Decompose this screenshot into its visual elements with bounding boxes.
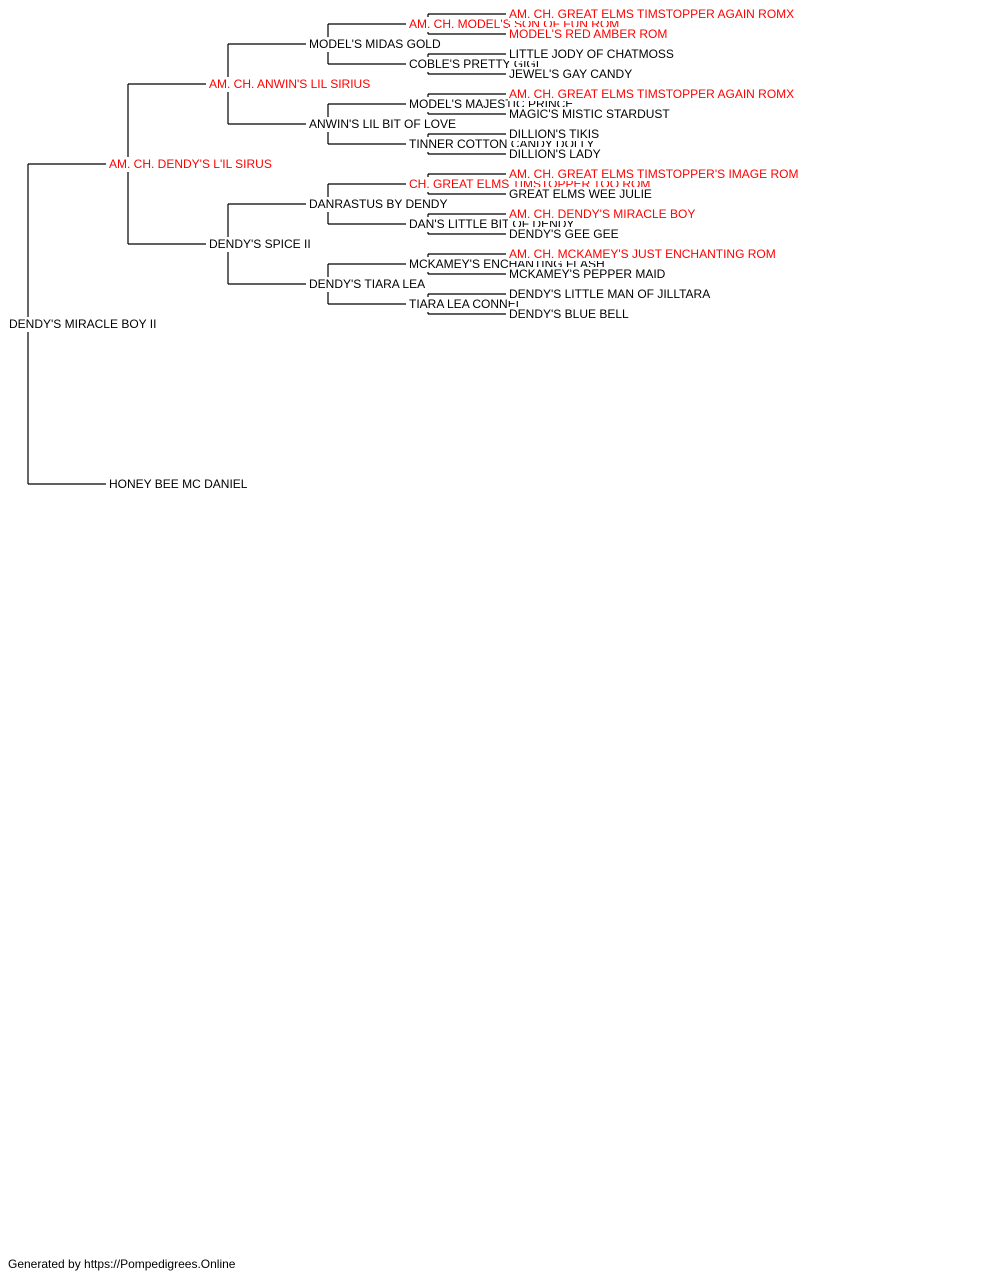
dam-name: ANWIN'S LIL BIT OF LOVE xyxy=(308,117,457,131)
dam-name: MCKAMEY'S PEPPER MAID xyxy=(508,267,667,281)
dam-name: JEWEL'S GAY CANDY xyxy=(508,67,634,81)
dam-name: COBLE'S PRETTY GIGI xyxy=(408,57,541,71)
dam-name: DENDY'S TIARA LEA xyxy=(308,277,427,291)
sire-name: AM. CH. GREAT ELMS TIMSTOPPER AGAIN ROMX xyxy=(508,7,796,21)
dam-name: TIARA LEA CONNEL xyxy=(408,297,524,311)
dam-name: MAGIC'S MISTIC STARDUST xyxy=(508,107,671,121)
sire-name: AM. CH. DENDY'S L'IL SIRUS xyxy=(108,157,273,171)
sire-name: DILLION'S TIKIS xyxy=(508,127,601,141)
sire-name: AM. CH. ANWIN'S LIL SIRIUS xyxy=(208,77,372,91)
generated-by-footer: Generated by https://Pompedigrees.Online xyxy=(8,1257,236,1271)
sire-name: AM. CH. GREAT ELMS TIMSTOPPER'S IMAGE RO… xyxy=(508,167,800,181)
sire-name: DENDY'S LITTLE MAN OF JILLTARA xyxy=(508,287,712,301)
sire-name: DANRASTUS BY DENDY xyxy=(308,197,449,211)
sire-name: LITTLE JODY OF CHATMOSS xyxy=(508,47,675,61)
sire-name: AM. CH. GREAT ELMS TIMSTOPPER AGAIN ROMX xyxy=(508,87,796,101)
dam-name: HONEY BEE MC DANIEL xyxy=(108,477,249,491)
subject-name: DENDY'S MIRACLE BOY II xyxy=(8,317,158,331)
dam-name: DENDY'S BLUE BELL xyxy=(508,307,630,321)
sire-name: AM. CH. DENDY'S MIRACLE BOY xyxy=(508,207,697,221)
dam-name: GREAT ELMS WEE JULIE xyxy=(508,187,653,201)
dam-name: MODEL'S RED AMBER ROM xyxy=(508,27,669,41)
sire-name: MODEL'S MIDAS GOLD xyxy=(308,37,442,51)
dam-name: DENDY'S SPICE II xyxy=(208,237,312,251)
dam-name: DENDY'S GEE GEE xyxy=(508,227,620,241)
sire-name: AM. CH. MCKAMEY'S JUST ENCHANTING ROM xyxy=(508,247,777,261)
dam-name: DILLION'S LADY xyxy=(508,147,602,161)
